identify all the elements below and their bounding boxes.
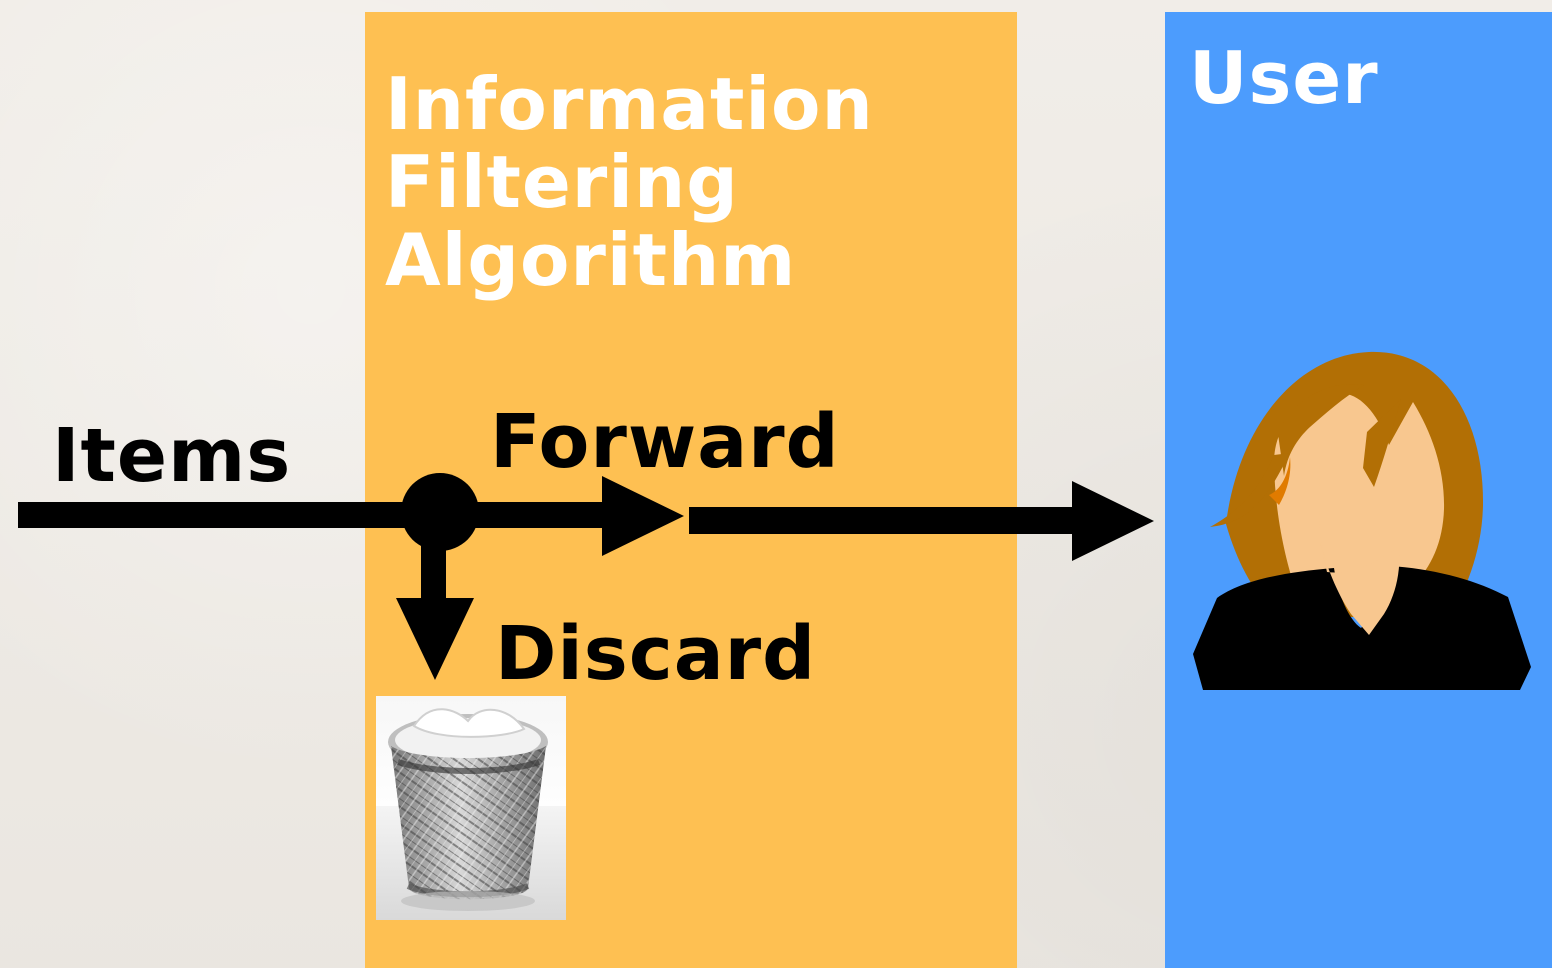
user-avatar-icon [1193, 351, 1531, 690]
user-title: User [1189, 36, 1379, 120]
user-arrow-head [1072, 481, 1154, 561]
trash-can-icon [376, 708, 566, 920]
forward-arrow-head [602, 476, 684, 556]
forward-label: Forward [490, 399, 840, 485]
items-flow-arrow-shaft [18, 502, 604, 528]
trash-can-card [376, 696, 566, 920]
forward-to-user-arrow-shaft [689, 507, 1074, 534]
items-label: Items [52, 413, 292, 499]
user-avatar [1193, 350, 1533, 692]
discard-arrow-shaft [421, 512, 446, 600]
algorithm-title: Information Filtering Algorithm [385, 62, 874, 302]
discard-label: Discard [495, 611, 817, 697]
discard-arrow-head [396, 598, 474, 680]
information-filtering-panel: Information Filtering Algorithm [365, 12, 1017, 968]
